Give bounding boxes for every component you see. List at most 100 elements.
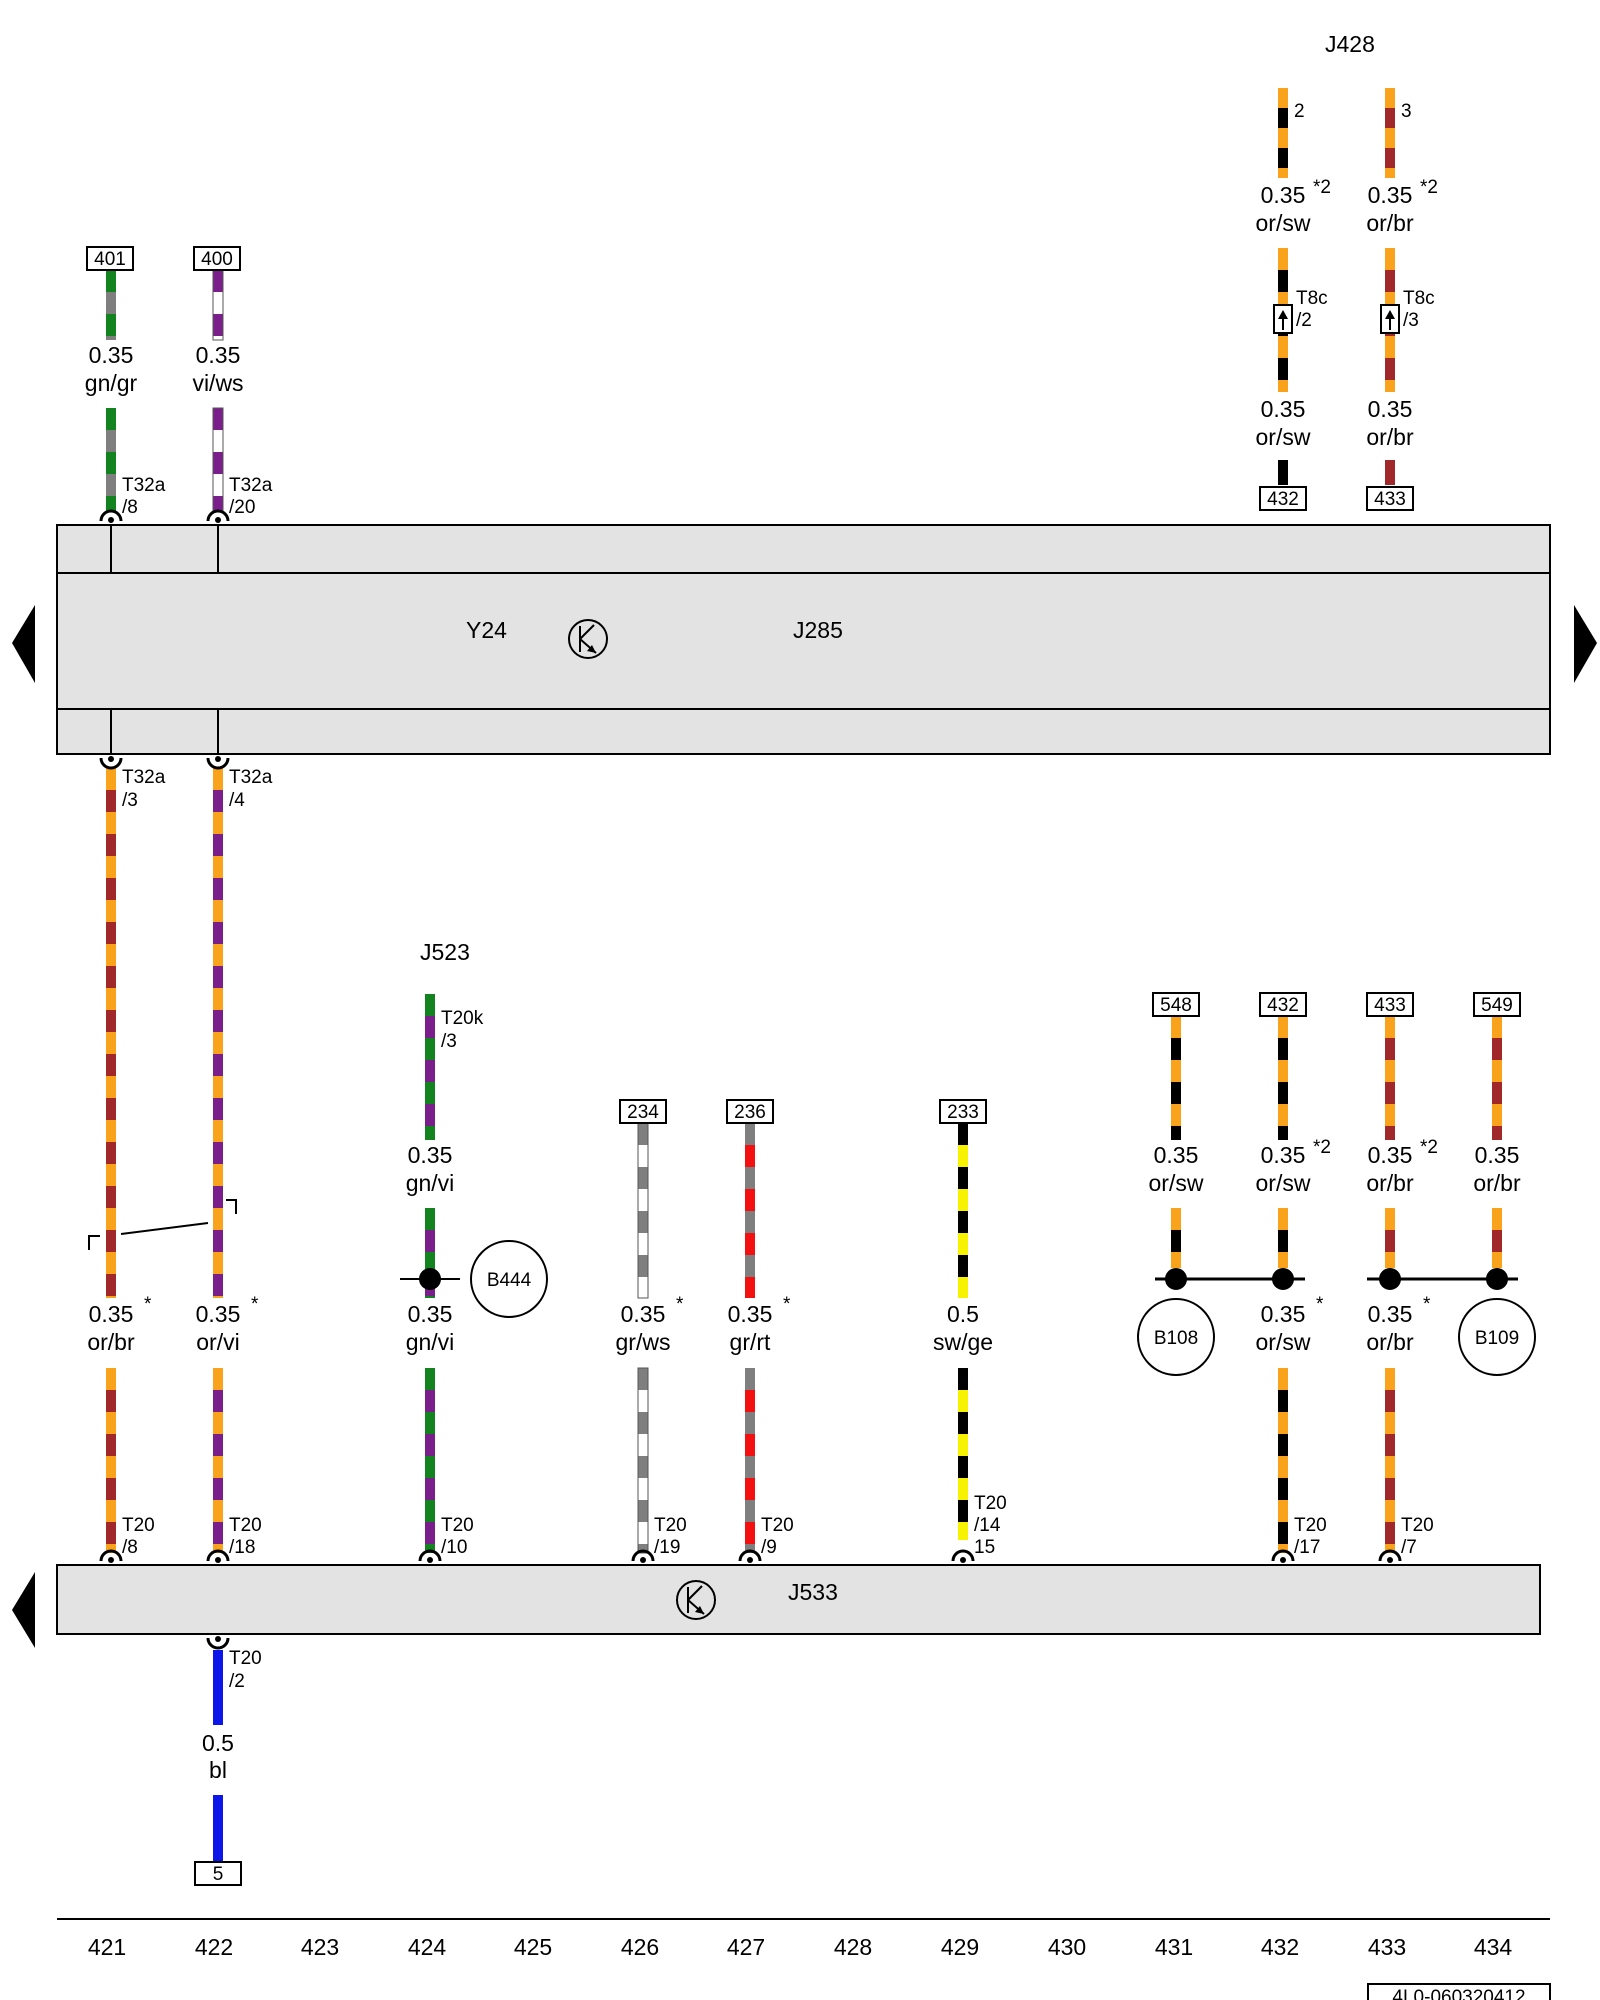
connector-label-t20k-3: T20k xyxy=(441,1008,484,1029)
wire-note-label: * xyxy=(676,1294,684,1315)
splice-b109[interactable]: B109 xyxy=(1458,1298,1536,1376)
wire-431-b xyxy=(1171,1208,1181,1268)
pin-label-t20k-3: /3 xyxy=(441,1031,457,1052)
connector-label-t20-18: T20 xyxy=(229,1515,262,1536)
reference-box-433-top-label: 433 xyxy=(1374,489,1406,510)
connector-label-t20-8: T20 xyxy=(122,1515,155,1536)
module-label-y24: Y24 xyxy=(466,617,507,643)
wire-424-c xyxy=(425,1368,435,1553)
connector-label-t20-19: T20 xyxy=(654,1515,687,1536)
column-number-433: 433 xyxy=(1368,1934,1406,1960)
previous-page-arrow-icon[interactable] xyxy=(12,605,35,683)
document-id: 4L0-060320412 xyxy=(1367,1983,1551,2000)
pin-label-t20-17: /17 xyxy=(1294,1537,1320,1558)
reference-box-432-top[interactable]: 432 xyxy=(1259,486,1307,511)
connector-label-t20-10: T20 xyxy=(441,1515,474,1536)
splice-b444[interactable]: B444 xyxy=(470,1240,548,1318)
module-label-j285: J285 xyxy=(793,617,843,643)
wire-color-label: or/br xyxy=(1366,1329,1414,1355)
reference-box-236-label: 236 xyxy=(734,1102,766,1123)
reference-box-549[interactable]: 549 xyxy=(1473,992,1521,1017)
terminal-t32a-4-icon xyxy=(206,757,230,770)
reference-box-432-mid-label: 432 xyxy=(1267,995,1299,1016)
next-page-arrow-icon[interactable] xyxy=(1574,605,1597,683)
reference-box-236[interactable]: 236 xyxy=(726,1099,774,1124)
connector-terminals xyxy=(99,509,1402,1650)
pin-label-t20-2: /2 xyxy=(229,1671,245,1692)
terminal-t20-18-icon xyxy=(206,1549,230,1562)
column-number-428: 428 xyxy=(834,1934,872,1960)
wire-color-label: or/br xyxy=(1366,1170,1414,1196)
wire-422-low xyxy=(213,1368,223,1553)
reference-box-433-mid[interactable]: 433 xyxy=(1366,992,1414,1017)
reference-box-5[interactable]: 5 xyxy=(194,1861,242,1886)
wire-note-label: * xyxy=(1316,1294,1324,1315)
wire-size-label: 0.35 xyxy=(1261,396,1306,422)
reference-box-548-label: 548 xyxy=(1160,995,1192,1016)
wire-note-label: * xyxy=(251,1294,259,1315)
wire-431-a xyxy=(1171,1016,1181,1140)
wire-size-label: 0.35 xyxy=(728,1301,773,1327)
reference-box-234[interactable]: 234 xyxy=(619,1099,667,1124)
wire-421-top-b xyxy=(106,408,116,512)
wire-note-label: *2 xyxy=(1313,177,1331,198)
connector-label-t32a-3: T32a xyxy=(122,767,166,788)
j285-lower-band xyxy=(56,708,1551,755)
wire-429-a xyxy=(958,1123,968,1298)
splice-dot-432 xyxy=(1272,1268,1294,1290)
reference-box-433-top[interactable]: 433 xyxy=(1366,486,1414,511)
wire-433-mid-a xyxy=(1385,1016,1395,1140)
connector-label-t20-14-15: T20 xyxy=(974,1493,1007,1514)
reference-box-432-mid[interactable]: 432 xyxy=(1259,992,1307,1017)
pin-label-t32a-20: /20 xyxy=(229,497,255,518)
reference-box-233-label: 233 xyxy=(947,1102,979,1123)
wire-size-label: 0.35 xyxy=(1261,182,1306,208)
terminal-t32a-8-icon xyxy=(99,509,123,522)
wire-421-top-a xyxy=(106,270,116,340)
wire-433-low xyxy=(1385,1368,1395,1553)
reference-box-433-mid-label: 433 xyxy=(1374,995,1406,1016)
reference-box-401[interactable]: 401 xyxy=(86,246,134,271)
j285-upper-band xyxy=(56,524,1551,574)
column-numbers: 421 422 423 424 425 426 427 428 429 430 … xyxy=(88,1934,1513,1960)
wire-size-label: 0.35 xyxy=(1261,1142,1306,1168)
wire-color-label: or/sw xyxy=(1256,424,1311,450)
reference-box-548[interactable]: 548 xyxy=(1152,992,1200,1017)
splice-b108[interactable]: B108 xyxy=(1137,1298,1215,1376)
wire-432-mid-a xyxy=(1278,1016,1288,1140)
reference-box-549-label: 549 xyxy=(1481,995,1513,1016)
connector-label-t32a-4: T32a xyxy=(229,767,273,788)
j285-main-band xyxy=(56,572,1551,710)
wire-color-label: or/br xyxy=(1473,1170,1521,1196)
wire-labels: 0.35 *2 or/sw 0.35 *2 or/br 0.35 or/sw 0… xyxy=(85,177,1521,1783)
wire-note-label: *2 xyxy=(1420,1137,1438,1158)
column-number-424: 424 xyxy=(408,1934,447,1960)
wire-size-label: 0.35 xyxy=(1368,182,1413,208)
wire-note-label: *2 xyxy=(1420,177,1438,198)
wire-434-a xyxy=(1492,1016,1502,1140)
splice-dot-433 xyxy=(1379,1268,1401,1290)
wire-size-label: 0.35 xyxy=(1475,1142,1520,1168)
previous-page-arrow-lower-icon[interactable] xyxy=(12,1572,35,1648)
column-number-426: 426 xyxy=(621,1934,659,1960)
reference-box-233[interactable]: 233 xyxy=(939,1099,987,1124)
wire-size-label: 0.35 xyxy=(408,1142,453,1168)
column-number-434: 434 xyxy=(1474,1934,1513,1960)
wire-size-label: 0.35 xyxy=(1154,1142,1199,1168)
wire-note-label: *2 xyxy=(1313,1137,1331,1158)
reference-box-5-label: 5 xyxy=(213,1864,224,1885)
wire-433-top-stub xyxy=(1385,460,1395,485)
terminal-t20-2-icon xyxy=(206,1637,230,1650)
splice-b109-label: B109 xyxy=(1475,1328,1519,1349)
wire-422-blue-b xyxy=(213,1795,223,1862)
wire-432-top-a xyxy=(1278,88,1288,178)
wire-color-label: sw/ge xyxy=(933,1329,993,1355)
wire-size-label: 0.35 xyxy=(408,1301,453,1327)
reference-box-400[interactable]: 400 xyxy=(193,246,241,271)
column-number-429: 429 xyxy=(941,1934,979,1960)
wire-color-label: gn/vi xyxy=(406,1329,455,1355)
connector-label-t32a-8: T32a xyxy=(122,475,166,496)
wire-size-label: 0.35 xyxy=(1368,1301,1413,1327)
wire-size-label: 0.35 xyxy=(621,1301,666,1327)
connector-label-t32a-20: T32a xyxy=(229,475,273,496)
